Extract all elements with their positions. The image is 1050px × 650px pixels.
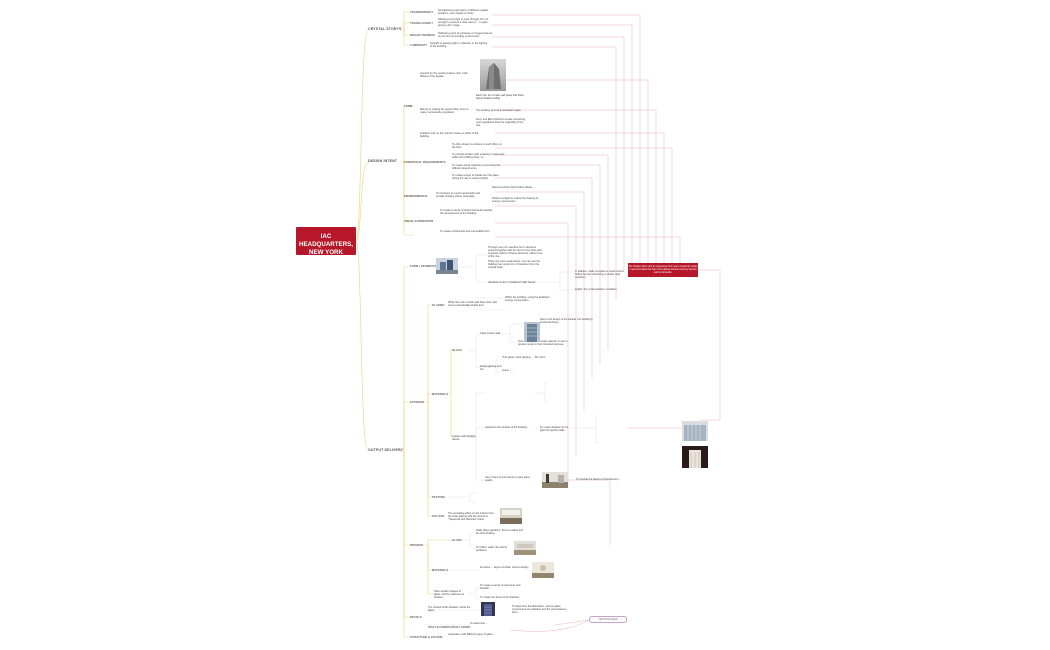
topic-form-geometry[interactable]: FORM / GEOMETRY: [410, 264, 437, 268]
topic-transparency[interactable]: TRANSPARENCY: [410, 10, 434, 14]
facade-photo-2: [682, 446, 708, 468]
topic-environmental[interactable]: ENVIRONMENTAL: [404, 194, 429, 198]
topic-materials[interactable]: MATERIALS: [432, 392, 449, 396]
topic-glazing[interactable]: GLAZING: [432, 303, 445, 307]
note-exterior-4: Due to the design of the facade, the bui…: [540, 318, 593, 325]
note-exterior-11: To create shadow on the light throughout…: [540, 426, 569, 433]
topic-functional-requirements[interactable]: FUNCTIONAL REQUIREMENTS: [404, 160, 446, 164]
topic-exterior[interactable]: EXTERIOR: [410, 400, 425, 404]
interior-photo-2: [500, 508, 522, 524]
note-visual-1: To create a sense of depth that lends to…: [440, 209, 493, 216]
note-exterior-2: Within the building, using the building'…: [505, 296, 550, 303]
topic-glass[interactable]: GLASS: [452, 348, 462, 352]
callout-technologies[interactable]: TECHNOLOGIES: [589, 616, 627, 623]
branch-output-delivery[interactable]: OUTPUT DELIVERY: [368, 448, 404, 452]
note-exterior-9: Curtain wall shading device: [452, 435, 476, 442]
note-geometry-1: Through use of a 'carefree form' element…: [488, 246, 543, 259]
note-form-1: Inspired by the nearby Hudson river, bol…: [420, 72, 468, 79]
note-geometry-4: In addition, tasks complete a small exte…: [575, 270, 625, 280]
note-interior-8: To create a sense of openness and breadt…: [480, 584, 521, 591]
root-title-line-3: NEW YORK: [309, 249, 343, 256]
note-exterior-10: Applied to the window of the building.: [485, 426, 528, 429]
interior-photo-1: [542, 472, 568, 488]
note-geometry-2: There are some parameters, one can see t…: [488, 260, 541, 270]
note-transparency: Simultaneous perception of different spa…: [438, 9, 488, 16]
topic-interior-glass[interactable]: GLASS: [452, 538, 462, 542]
note-form-2: Marcus is making the geared flow, aims t…: [420, 108, 469, 115]
glass-photo-1: [524, 322, 540, 342]
note-interior-9: To create the focus of the finished...: [480, 596, 521, 599]
topic-reflectiveness[interactable]: REFLECTIVENESS: [410, 33, 436, 37]
note-form-6: Ferry and Bart worked to create somethin…: [476, 118, 526, 128]
note-geometry-3: Variations in the 'crystallized' solid '…: [488, 281, 536, 284]
topic-details[interactable]: DETAILS: [410, 615, 422, 619]
note-function-2: To provide workers with a feeling of ope…: [452, 153, 505, 160]
note-geometry-5: Lightly 'tiny small particles' condition…: [575, 288, 618, 291]
note-exterior-1: While the outer curtain wall have been l…: [448, 301, 497, 308]
branch-crystal-storys[interactable]: CRYSTAL STORYS: [368, 27, 402, 31]
note-details-4: Lamination with different types of glass…: [448, 633, 495, 636]
topic-split-fabrication[interactable]: SPLIT & FABRICATION LAYERS: [428, 625, 471, 629]
note-exterior-13: To provide the feeling of translucency.: [576, 478, 620, 481]
note-function-1: To offer privacy to workers in each offi…: [452, 143, 502, 150]
note-reflectiveness: Reflecting parts of ourselves or images …: [438, 32, 493, 39]
topic-texture[interactable]: TEXTURE: [432, 495, 446, 499]
note-details-1: The closest finish detailed: inside the …: [428, 606, 471, 613]
note-interior-4: To reflect, walls, the interior partitio…: [476, 546, 508, 553]
topic-visual-expression[interactable]: VISUAL EXPRESSION: [404, 219, 434, 223]
note-visual-2: To create a distinctive and memorable fo…: [440, 230, 491, 233]
building-photo-form: [480, 59, 506, 91]
topic-colour[interactable]: COLOUR: [432, 514, 445, 518]
note-form-3: Each cell, the curtain wall glass that f…: [476, 94, 525, 101]
note-exterior-12: Use of the tint and texture to give glas…: [485, 476, 530, 483]
note-function-3: To create visual 'cabinets' surrounding …: [452, 164, 501, 171]
note-interior-1: The prevailing effect on the interior fr…: [448, 512, 494, 522]
root-topic[interactable]: IAC HEADQUARTERS, NEW YORK: [296, 227, 356, 256]
root-title-line-2: HEADQUARTERS,: [299, 241, 353, 248]
detail-photo: [481, 602, 495, 616]
note-details-2: To determine the fabrication, various gl…: [512, 605, 567, 615]
note-form-4: Gradient tints on the exterior create an…: [420, 132, 479, 139]
callout-highlight[interactable]: The Hudson River and its impressive form…: [628, 263, 698, 277]
note-details-3: To determine ...: [470, 622, 488, 625]
topic-interior[interactable]: INTERIOR: [410, 543, 424, 547]
note-exterior-5: Frits of the glass's curtain wall are in…: [518, 340, 568, 347]
note-environ-3: Distinct sunlight to reduce the heating …: [492, 197, 539, 204]
topic-translucency[interactable]: TRANSLUCENCY: [410, 21, 434, 25]
root-title-line-1: IAC: [320, 233, 332, 240]
note-interior-6: Furniture ... layers of white, interior …: [480, 566, 530, 569]
note-interior-3: Walls glass partitions, floor-to-ceiling…: [476, 529, 524, 536]
building-photo-geometry: [436, 258, 458, 274]
topic-structure-system[interactable]: STRUCTURE & SYSTEM: [410, 635, 443, 639]
note-function-4: To create a layer of shade over the glas…: [452, 174, 499, 181]
note-exterior-8: Green - ...: [502, 369, 514, 372]
interior-photo-4: [532, 562, 554, 578]
note-exterior-3: Clear curtain wall: [480, 332, 500, 335]
note-exterior-7: Tints glaze, clear glazing, ... Dim form…: [502, 356, 547, 359]
interior-photo-3: [514, 541, 536, 555]
note-exterior-6: Fritted glazing and tint: [480, 365, 502, 372]
branch-design-intent[interactable]: DESIGN INTENT: [368, 159, 398, 163]
facade-photo-1: [682, 421, 708, 441]
note-translucency: Allowing some light to pass through, but…: [438, 18, 489, 28]
topic-interior-materials[interactable]: MATERIALS: [432, 568, 449, 572]
note-environ-2: Natural venture that hinders effects, ..…: [492, 186, 536, 189]
note-environ-1: To introduce as much natural light and p…: [436, 192, 480, 199]
note-form-5: The building gets as a mountain's glow.: [476, 109, 522, 112]
topic-form[interactable]: FORM: [404, 104, 413, 108]
note-luminosity: Sunlight is glowing light or reflection …: [430, 42, 488, 49]
topic-luminosity[interactable]: LUMINOSITY: [410, 43, 428, 47]
note-interior-7: Plain surface shapes of glass, and the c…: [434, 590, 464, 600]
